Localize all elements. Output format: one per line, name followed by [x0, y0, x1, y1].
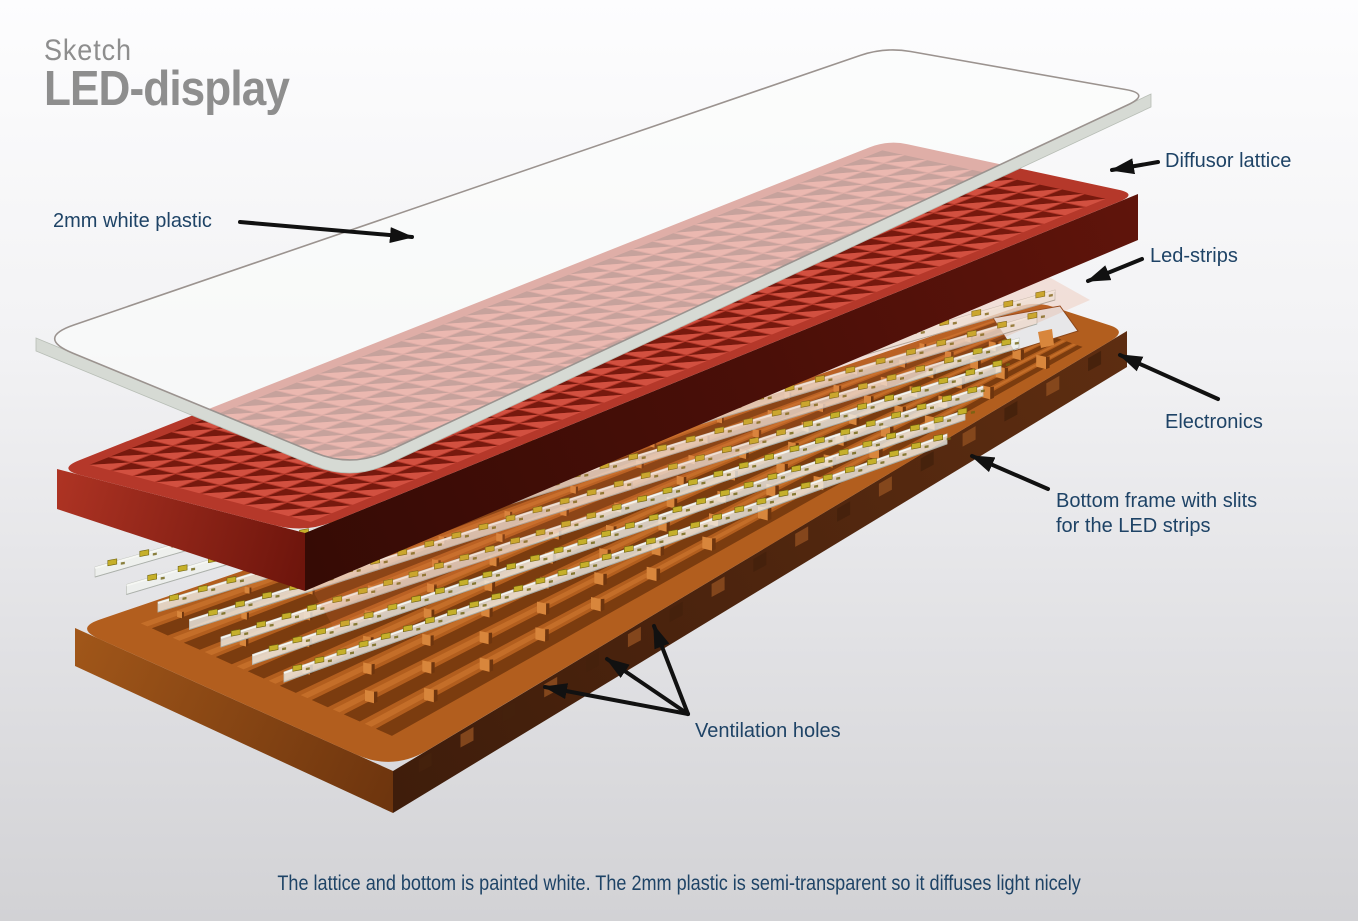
- label-electronics: Electronics: [1165, 411, 1263, 433]
- arrow-bottom-frame-icon: [970, 454, 1050, 491]
- led-strip: [283, 433, 951, 683]
- page-title: Sketch LED-display: [44, 34, 290, 116]
- led-strip: [252, 407, 975, 666]
- caption: The lattice and bottom is painted white.…: [0, 872, 1358, 896]
- annotation-arrows: [238, 158, 1220, 716]
- arrow-ventilation-1-icon: [543, 683, 690, 716]
- strip-reflection: [295, 272, 1090, 630]
- label-diffusor-lattice: Diffusor lattice: [1165, 150, 1291, 172]
- arrow-ventilation-2-icon: [605, 657, 690, 716]
- plastic-sheet: [35, 49, 1152, 474]
- notch-tab: [1038, 329, 1054, 348]
- arrow-diffusor-icon: [1110, 158, 1160, 175]
- frame-left-face: [75, 628, 393, 813]
- lattice-front-face: [305, 194, 1138, 591]
- caption-text: The lattice and bottom is painted white.…: [277, 872, 1081, 895]
- title-kicker: Sketch: [44, 34, 132, 67]
- arrow-electronics-icon: [1118, 353, 1220, 401]
- sheet-top-surface: [53, 49, 1140, 461]
- label-ventilation-holes: Ventilation holes: [695, 720, 841, 742]
- arrow-2mm-plastic-icon: [238, 220, 414, 244]
- led-strip: [220, 385, 985, 648]
- arrow-led-strips-icon: [1086, 257, 1144, 283]
- label-bottom-frame-1: Bottom frame with slits: [1056, 490, 1257, 512]
- label-led-strips: Led-strips: [1150, 245, 1238, 267]
- label-bottom-frame-2: for the LED strips: [1056, 515, 1211, 537]
- title-main: LED-display: [44, 62, 290, 116]
- lattice-left-face: [57, 469, 305, 591]
- label-2mm-plastic: 2mm white plastic: [53, 210, 212, 232]
- annotation-labels: 2mm white plastic Diffusor lattice Led-s…: [53, 150, 1291, 742]
- arrow-ventilation-3-icon: [652, 624, 690, 716]
